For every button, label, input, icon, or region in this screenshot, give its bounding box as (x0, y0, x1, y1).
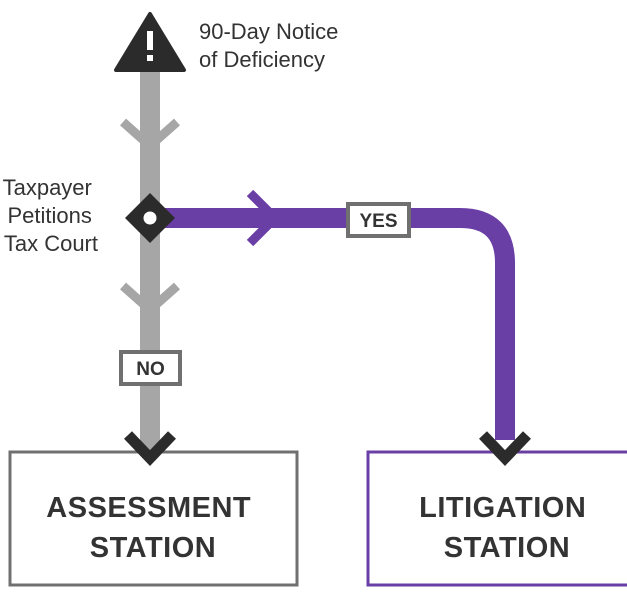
yes-track-line (160, 208, 515, 440)
assessment-station-label: ASSESSMENT STATION (46, 492, 259, 564)
warning-triangle-icon (114, 12, 186, 72)
yes-badge: YES (346, 202, 411, 238)
litigation-station-line-2: STATION (444, 532, 570, 564)
main-track-line (140, 55, 160, 450)
start-label: 90-Day Notice of Deficiency (199, 19, 345, 72)
no-label: NO (136, 359, 165, 380)
no-badge: NO (119, 350, 182, 386)
assessment-station-line-2: STATION (90, 532, 216, 564)
yes-label: YES (359, 211, 397, 232)
litigation-arrowhead-icon (479, 431, 531, 466)
litigation-station-box: LITIGATION STATION (366, 450, 627, 587)
litigation-station-line-1: LITIGATION (419, 492, 586, 524)
assessment-station-box: ASSESSMENT STATION (8, 450, 299, 587)
assessment-arrowhead-icon (124, 431, 176, 466)
decision-label-line-2: Petitions (7, 203, 91, 228)
start-label-line-2: of Deficiency (199, 47, 325, 72)
down-chevron-icon (120, 282, 180, 317)
decision-label: Taxpayer Petitions Tax Court (3, 175, 98, 256)
right-chevron-icon (246, 189, 282, 247)
decision-diamond-icon (125, 193, 175, 243)
decision-label-line-1: Taxpayer (3, 175, 92, 200)
decision-label-line-3: Tax Court (4, 231, 98, 256)
assessment-station-line-1: ASSESSMENT (46, 492, 251, 524)
down-chevron-icon (120, 118, 180, 153)
start-label-line-1: 90-Day Notice (199, 19, 338, 44)
litigation-station-label: LITIGATION STATION (419, 492, 595, 564)
